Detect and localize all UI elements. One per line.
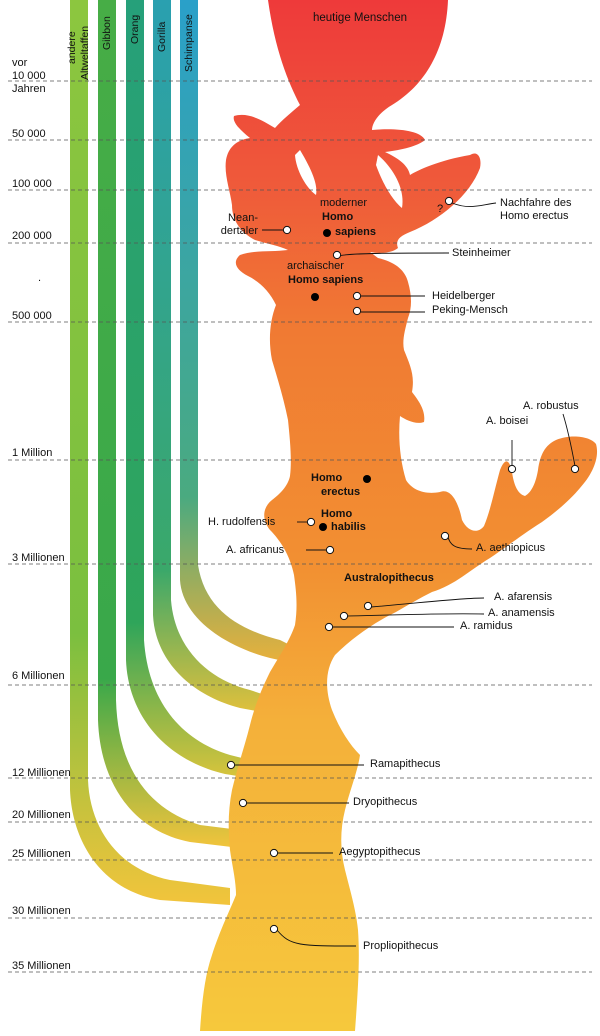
label-heidelberger: Heidelberger	[432, 290, 495, 302]
label-erectus-homo: Homo	[311, 472, 343, 484]
time-label-vor: vor	[12, 57, 28, 69]
ape-label-altweltaffen-2: Altweltaffen	[79, 25, 91, 80]
connector-lines	[234, 202, 576, 947]
time-label-30-millionen: 30 Millionen	[12, 905, 71, 917]
marker-modern-sapiens	[323, 229, 331, 237]
ape-label-schimpanse: Schimpanse	[183, 14, 195, 72]
label-boisei: A. boisei	[486, 415, 529, 427]
marker-neandertaler	[282, 225, 292, 235]
label-question: ?	[437, 203, 444, 215]
time-label-35-millionen: 35 Millionen	[12, 960, 71, 972]
marker-dryopithecus	[238, 798, 248, 808]
label-moderner: moderner	[320, 197, 368, 209]
time-label-6-millionen: 6 Millionen	[12, 670, 65, 682]
lineage-schimpanse	[180, 0, 290, 662]
time-label-jahren: Jahren	[12, 83, 46, 95]
time-label-3-millionen: 3 Millionen	[12, 552, 65, 564]
label-habilis: habilis	[331, 521, 366, 533]
marker-aegyptopithecus	[269, 848, 279, 858]
lineage-gibbon	[98, 0, 240, 848]
marker-propliopithecus	[269, 924, 279, 934]
lineage-altweltaffen	[70, 0, 230, 905]
label-aegyptopithecus: Aegyptopithecus	[339, 846, 421, 858]
marker-afarensis	[363, 601, 373, 611]
marker-aethiopicus	[440, 531, 450, 541]
label-propliopithecus: Propliopithecus	[363, 940, 439, 952]
label-nachfahre-1: Nachfahre des	[500, 197, 572, 209]
time-label-50000: 50 000	[12, 128, 46, 140]
human-lineage-tree	[200, 0, 598, 1031]
label-australopithecus: Australopithecus	[344, 572, 434, 584]
time-label-12-millionen: 12 Millionen	[12, 767, 71, 779]
label-archaischer: archaischer	[287, 260, 344, 272]
label-ramapithecus: Ramapithecus	[370, 758, 441, 770]
top-title: heutige Menschen	[313, 12, 407, 24]
time-label-1-million: 1 Million	[12, 447, 53, 459]
markers	[226, 196, 580, 934]
marker-boisei	[507, 464, 517, 474]
label-anamensis: A. anamensis	[488, 607, 555, 619]
marker-peking	[352, 306, 362, 316]
time-label-100000: 100 000	[12, 178, 52, 190]
tree-gap-1	[295, 150, 317, 195]
lineage-gorilla	[153, 0, 262, 712]
label-africanus: A. africanus	[226, 544, 285, 556]
label-neandertaler-1: Nean-	[228, 212, 258, 224]
time-label-200000: 200 000	[12, 230, 52, 242]
time-label-25-millionen: 25 Millionen	[12, 848, 71, 860]
label-erectus: erectus	[321, 486, 361, 498]
label-rudolfensis: H. rudolfensis	[208, 516, 276, 528]
marker-ramidus	[324, 622, 334, 632]
label-nachfahre-2: Homo erectus	[500, 210, 569, 222]
label-modern-sapiens: sapiens	[335, 226, 376, 238]
marker-rudolfensis	[306, 517, 316, 527]
marker-africanus	[325, 545, 335, 555]
label-afarensis: A. afarensis	[494, 591, 553, 603]
label-neandertaler-2: dertaler	[220, 225, 258, 237]
label-archaic-homo-sapiens: Homo sapiens	[288, 274, 364, 286]
ape-label-gorilla: Gorilla	[156, 21, 168, 52]
label-peking-mensch: Peking-Mensch	[432, 304, 508, 316]
ape-label-orang: Orang	[129, 14, 141, 44]
label-modern-homo: Homo	[322, 211, 354, 223]
time-gridlines	[8, 80, 592, 973]
marker-erectus	[363, 475, 371, 483]
label-habilis-homo: Homo	[321, 508, 353, 520]
label-robustus: A. robustus	[523, 400, 579, 412]
label-ramidus: A. ramidus	[460, 620, 513, 632]
time-label-dot: .	[38, 272, 42, 284]
time-label-10000: 10 000	[12, 70, 46, 82]
label-dryopithecus: Dryopithecus	[353, 796, 418, 808]
marker-heidelberger	[352, 291, 362, 301]
marker-robustus	[570, 464, 580, 474]
lineage-orang	[126, 0, 250, 778]
marker-anamensis	[339, 611, 349, 621]
marker-steinheimer	[332, 250, 342, 260]
ape-label-gibbon: Gibbon	[101, 16, 113, 50]
time-label-500000: 500 000	[12, 310, 52, 322]
marker-ramapithecus	[226, 760, 236, 770]
marker-habilis	[319, 523, 327, 531]
label-aethiopicus: A. aethiopicus	[476, 542, 546, 554]
marker-archaic-sapiens	[311, 293, 319, 301]
label-steinheimer: Steinheimer	[452, 247, 511, 259]
marker-nachfahre	[444, 196, 454, 206]
tree-gap-2	[376, 155, 403, 208]
ape-label-altweltaffen-1: andere	[66, 31, 78, 64]
time-label-20-millionen: 20 Millionen	[12, 809, 71, 821]
